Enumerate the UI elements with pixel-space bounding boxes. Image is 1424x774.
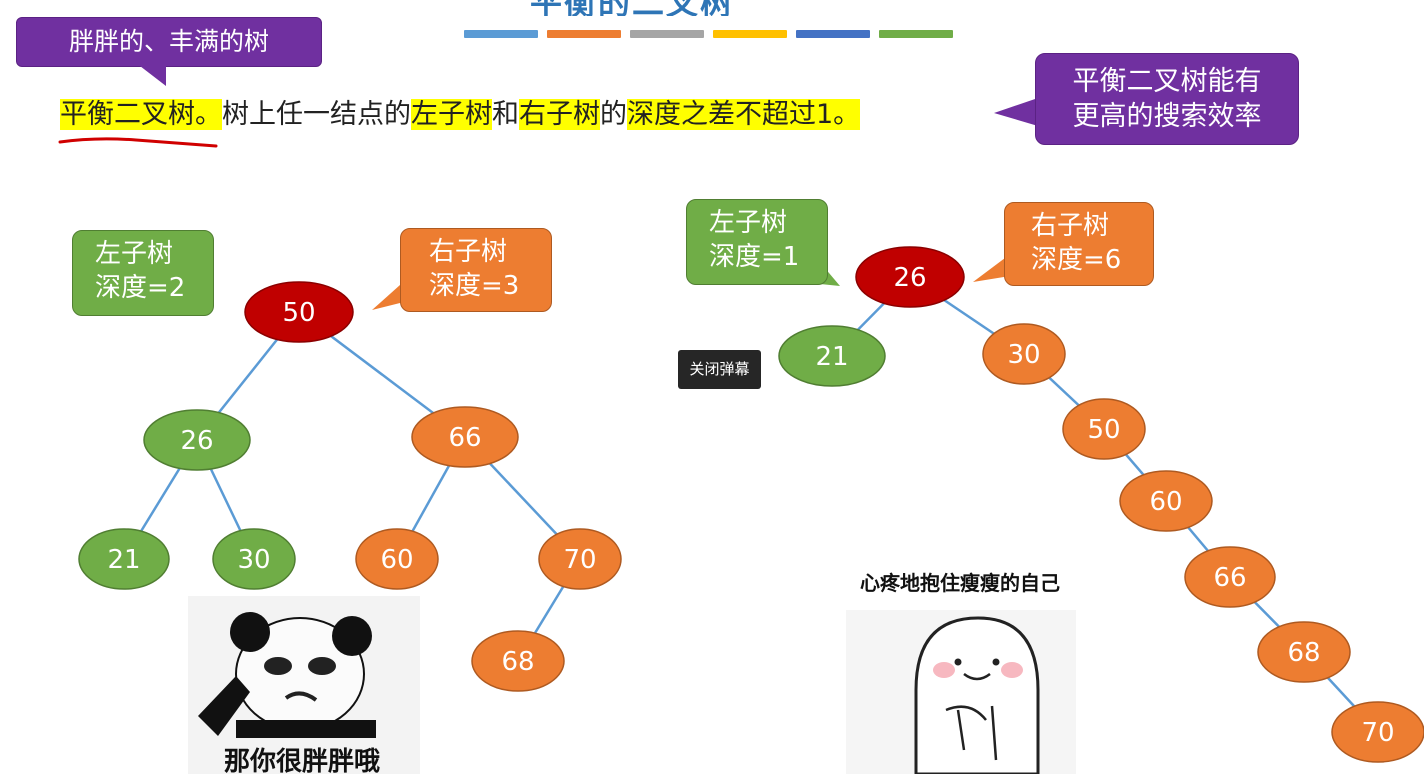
right-tree-node-label: 21: [815, 342, 848, 372]
left-tree-node-label: 21: [107, 545, 140, 575]
ghost-meme-caption: 心疼地抱住瘦瘦的自己: [860, 571, 1060, 595]
left-tree-node-label: 30: [237, 545, 270, 575]
left-tree-node-66: 66: [412, 407, 518, 467]
callout-line: 深度=1: [709, 240, 827, 274]
callout-line: 左子树: [709, 206, 827, 240]
right-tree-left-depth-callout: 左子树 深度=1: [686, 199, 828, 285]
left-tree-right-depth-callout: 右子树 深度=3: [400, 228, 552, 312]
right-tree-node-60: 60: [1120, 471, 1212, 531]
callout-line: 深度=3: [429, 269, 551, 303]
callout-line: 左子树: [95, 237, 213, 271]
left-tree-node-label: 68: [501, 647, 534, 677]
right-tree-node-label: 68: [1287, 638, 1320, 668]
right-tree-node-label: 66: [1213, 563, 1246, 593]
right-tree-node-label: 60: [1149, 487, 1182, 517]
right-tree-node-66: 66: [1185, 547, 1275, 607]
left-tree-node-26: 26: [144, 410, 250, 470]
left-tree-node-label: 66: [448, 423, 481, 453]
callout-line: 右子树: [429, 235, 551, 269]
right-tree-node-label: 70: [1361, 718, 1394, 748]
left-tree-node-label: 26: [180, 426, 213, 456]
right-tree-node-label: 26: [893, 263, 926, 293]
callout-line: 深度=6: [1031, 243, 1153, 277]
left-tree-node-label: 50: [282, 298, 315, 328]
left-tree-node-30: 30: [213, 529, 295, 589]
right-tree-node-label: 50: [1087, 415, 1120, 445]
right-tree-node-68: 68: [1258, 622, 1350, 682]
callout-line: 深度=2: [95, 271, 213, 305]
left-tree-node-68: 68: [472, 631, 564, 691]
right-tree-node-30: 30: [983, 324, 1065, 384]
right-tree-right-depth-callout: 右子树 深度=6: [1004, 202, 1154, 286]
left-tree-node-60: 60: [356, 529, 438, 589]
left-tree-node-label: 70: [563, 545, 596, 575]
ghost-meme: [846, 610, 1076, 774]
left-tree-node-50: 50: [245, 282, 353, 342]
left-tree-node-21: 21: [79, 529, 169, 589]
panda-meme-caption: 那你很胖胖哦: [224, 747, 380, 774]
right-tree-node-50: 50: [1063, 399, 1145, 459]
close-danmaku-button[interactable]: 关闭弹幕: [678, 350, 761, 389]
right-tree-node-label: 30: [1007, 340, 1040, 370]
callout-line: 右子树: [1031, 209, 1153, 243]
left-tree-node-label: 60: [380, 545, 413, 575]
right-tree-node-26: 26: [856, 247, 964, 307]
left-tree-left-depth-callout: 左子树 深度=2: [72, 230, 214, 316]
right-tree-node-70: 70: [1332, 702, 1424, 762]
right-tree-node-21: 21: [779, 326, 885, 386]
left-tree-node-70: 70: [539, 529, 621, 589]
